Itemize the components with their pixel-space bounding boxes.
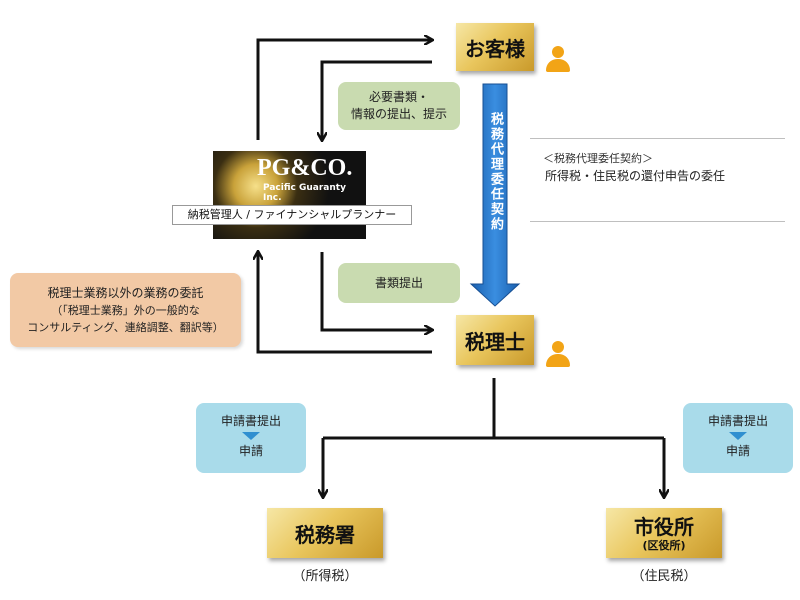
- filing-right-bottom: 申請: [725, 444, 750, 458]
- docs-required-line1: 必要書類・: [368, 90, 429, 104]
- docs-required-line2: 情報の提出、提示: [350, 107, 447, 121]
- filing-left-bottom: 申請: [238, 444, 263, 458]
- contract-arrow-label: 税務代理委任契約: [488, 112, 503, 232]
- non-tax-line1: 税理士業務以外の業務の委託: [47, 285, 204, 300]
- contract-label: ＜税務代理委任契約＞: [543, 152, 653, 165]
- down-triangle-icon: [242, 432, 260, 440]
- non-tax-service-note: 税理士業務以外の業務の委託 （「税理士業務」外の一般的な コンサルティング、連絡…: [10, 273, 241, 347]
- company-logo: PG&CO. Pacific Guaranty Inc.: [213, 151, 366, 239]
- company-role-label: 納税管理人 / ファイナンシャルプランナー: [172, 205, 412, 225]
- city-office-caption: （住民税）: [631, 569, 697, 584]
- tax-office-caption: （所得税）: [292, 569, 358, 584]
- arrow-pg-to-customer: [256, 40, 432, 140]
- filing-left-top: 申請書提出: [220, 414, 281, 428]
- filing-note-left: 申請書提出 申請: [196, 403, 306, 473]
- city-office-label: 市役所: [634, 514, 694, 539]
- down-triangle-icon: [729, 432, 747, 440]
- contract-divider-bottom: [530, 221, 785, 222]
- customer-node: お客様: [456, 23, 534, 71]
- arrow-pg-to-accountant: [320, 252, 432, 330]
- tax-accountant-person-icon: [545, 341, 571, 367]
- arrow-customer-to-pg: [322, 60, 432, 140]
- city-office-node: 市役所 (区役所): [606, 508, 722, 558]
- city-office-sublabel: (区役所): [642, 538, 686, 552]
- non-tax-line2: （「税理士業務」外の一般的な: [51, 303, 200, 317]
- docs-required-note: 必要書類・ 情報の提出、提示: [338, 82, 460, 130]
- contract-arrow: [469, 83, 521, 307]
- contract-divider-top: [530, 138, 785, 139]
- non-tax-line3: コンサルティング、連絡調整、翻訳等）: [27, 320, 224, 334]
- docs-submit-note: 書類提出: [338, 263, 460, 303]
- filing-right-top: 申請書提出: [707, 414, 768, 428]
- logo-text: PG&CO.: [257, 155, 353, 181]
- tax-accountant-label: 税理士: [465, 329, 525, 354]
- tax-accountant-node: 税理士: [456, 315, 534, 365]
- logo-subtext: Pacific Guaranty Inc.: [263, 183, 346, 203]
- docs-submit-label: 書類提出: [374, 275, 423, 290]
- tax-office-node: 税務署: [267, 508, 383, 558]
- arrow-accountant-to-pg: [258, 252, 432, 354]
- tax-office-label: 税務署: [295, 522, 355, 547]
- customer-label: お客様: [465, 36, 525, 61]
- filing-note-right: 申請書提出 申請: [683, 403, 793, 473]
- customer-person-icon: [545, 46, 571, 72]
- contract-description: 所得税・住民税の還付申告の委任: [545, 169, 726, 183]
